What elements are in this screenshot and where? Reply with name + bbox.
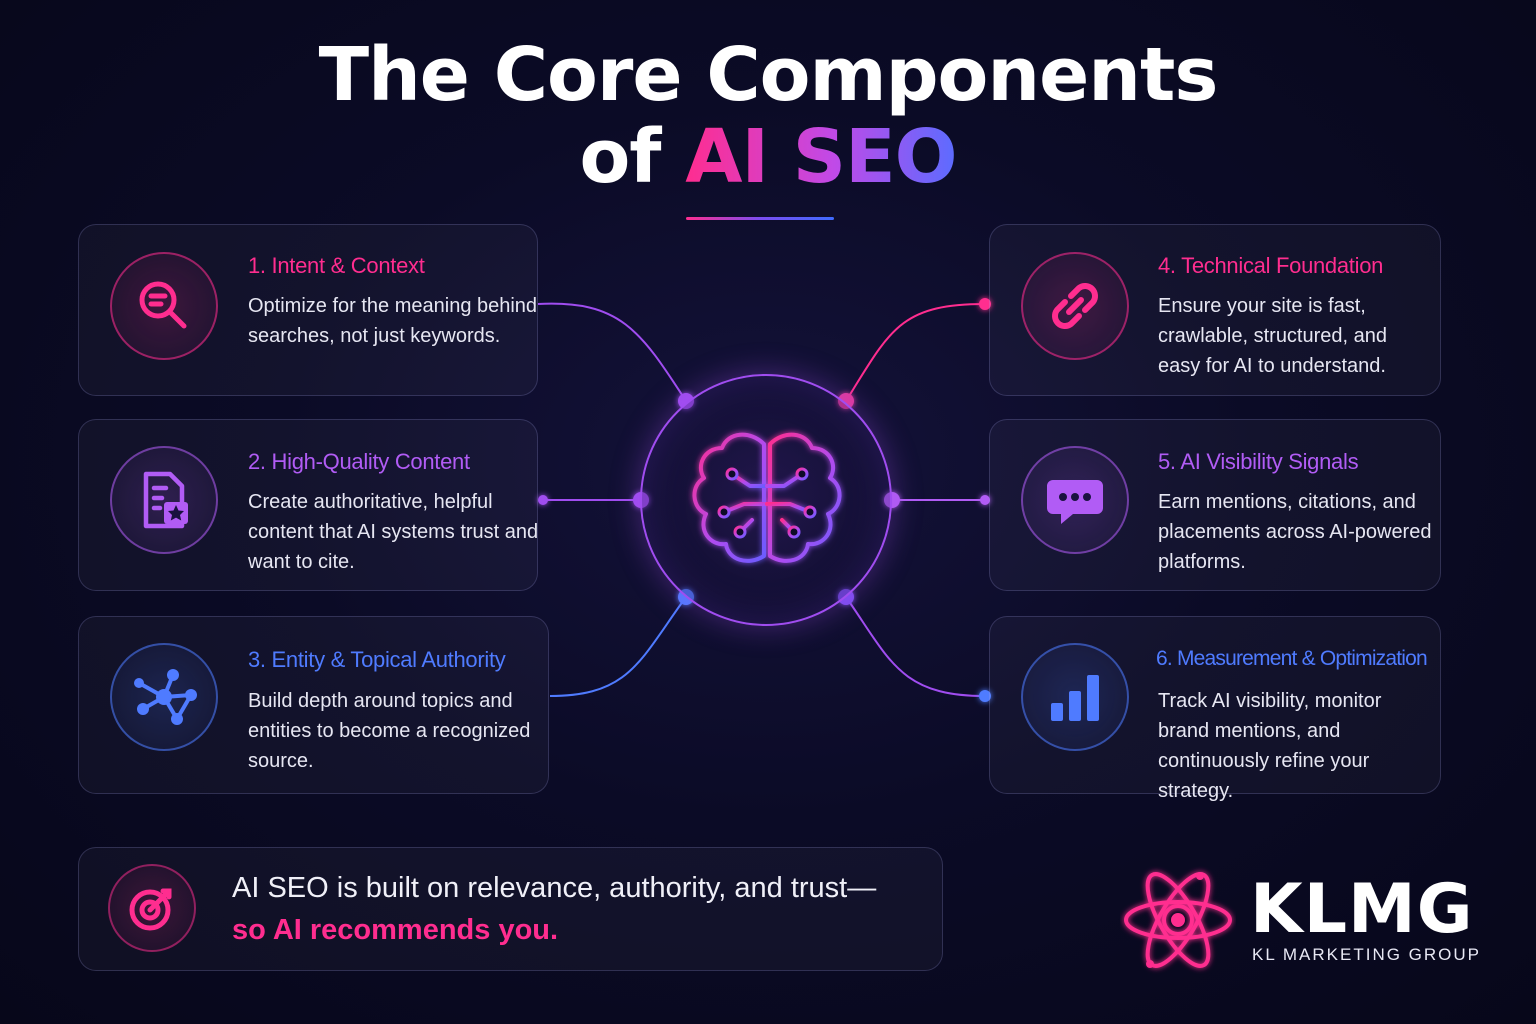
connector-6 [845, 596, 986, 697]
component-card-5 [989, 419, 1441, 591]
icon-circle-1 [110, 252, 218, 360]
chat-bubble-icon [1047, 480, 1103, 524]
card-description-2: Create authoritative, helpful content th… [248, 491, 539, 573]
end-dot-6 [979, 690, 991, 702]
title-highlight: AI SEO [685, 114, 957, 200]
central-hub [640, 374, 892, 626]
atom-icon [1124, 872, 1232, 968]
connector-1 [537, 302, 687, 402]
connector-4 [845, 303, 986, 402]
brain-circuit-icon [692, 432, 842, 563]
title-underline [686, 217, 834, 220]
brand-name: KLMG [1250, 870, 1474, 949]
footer-text-line1: AI SEO is built on relevance, authority,… [232, 872, 877, 904]
component-card-4 [989, 224, 1441, 396]
document-star-icon [143, 471, 188, 529]
page-title-line1: The Core Components [318, 32, 1219, 118]
footer-icon-circle [108, 864, 196, 952]
icon-circle-3 [110, 643, 218, 751]
icon-circle-5 [1021, 446, 1129, 554]
component-card-2 [78, 419, 538, 591]
icon-circle-4 [1021, 252, 1129, 360]
card-description-4: Ensure your site is fast, crawlable, str… [1158, 295, 1388, 377]
card-description-5: Earn mentions, citations, and placements… [1158, 491, 1432, 573]
network-icon [134, 669, 197, 725]
card-title-2: 2. High-Quality Content [248, 449, 470, 474]
end-dot-4 [979, 298, 991, 310]
icon-circle-2 [110, 446, 218, 554]
title-prefix: of [579, 114, 686, 200]
connector-3 [549, 596, 687, 697]
footer-text-line2: so AI recommends you. [232, 914, 559, 946]
card-title-4: 4. Technical Foundation [1158, 253, 1384, 278]
card-title-1: 1. Intent & Context [248, 253, 425, 278]
card-description-3: Build depth around topics and entities t… [248, 690, 531, 772]
icon-circle-6 [1021, 643, 1129, 751]
end-dot-2 [538, 495, 548, 505]
card-description-1: Optimize for the meaning behind searches… [248, 295, 538, 347]
card-description-6: Track AI visibility, monitor brand menti… [1158, 690, 1382, 802]
brand-subtitle: KL MARKETING GROUP [1252, 945, 1482, 964]
component-card-6 [989, 616, 1441, 794]
component-card-1 [78, 224, 538, 396]
component-card-3 [78, 616, 549, 794]
card-title-3: 3. Entity & Topical Authority [248, 647, 506, 672]
card-title-6: 6. Measurement & Optimization [1156, 647, 1428, 670]
card-title-5: 5. AI Visibility Signals [1158, 449, 1359, 474]
target-icon [129, 888, 172, 931]
footer-callout [78, 847, 943, 971]
end-dot-5 [980, 495, 990, 505]
search-chat-icon [139, 281, 187, 329]
link-icon [1052, 283, 1098, 329]
page-title-line2: of AI SEO [0, 120, 1536, 194]
bar-chart-icon [1051, 675, 1099, 721]
